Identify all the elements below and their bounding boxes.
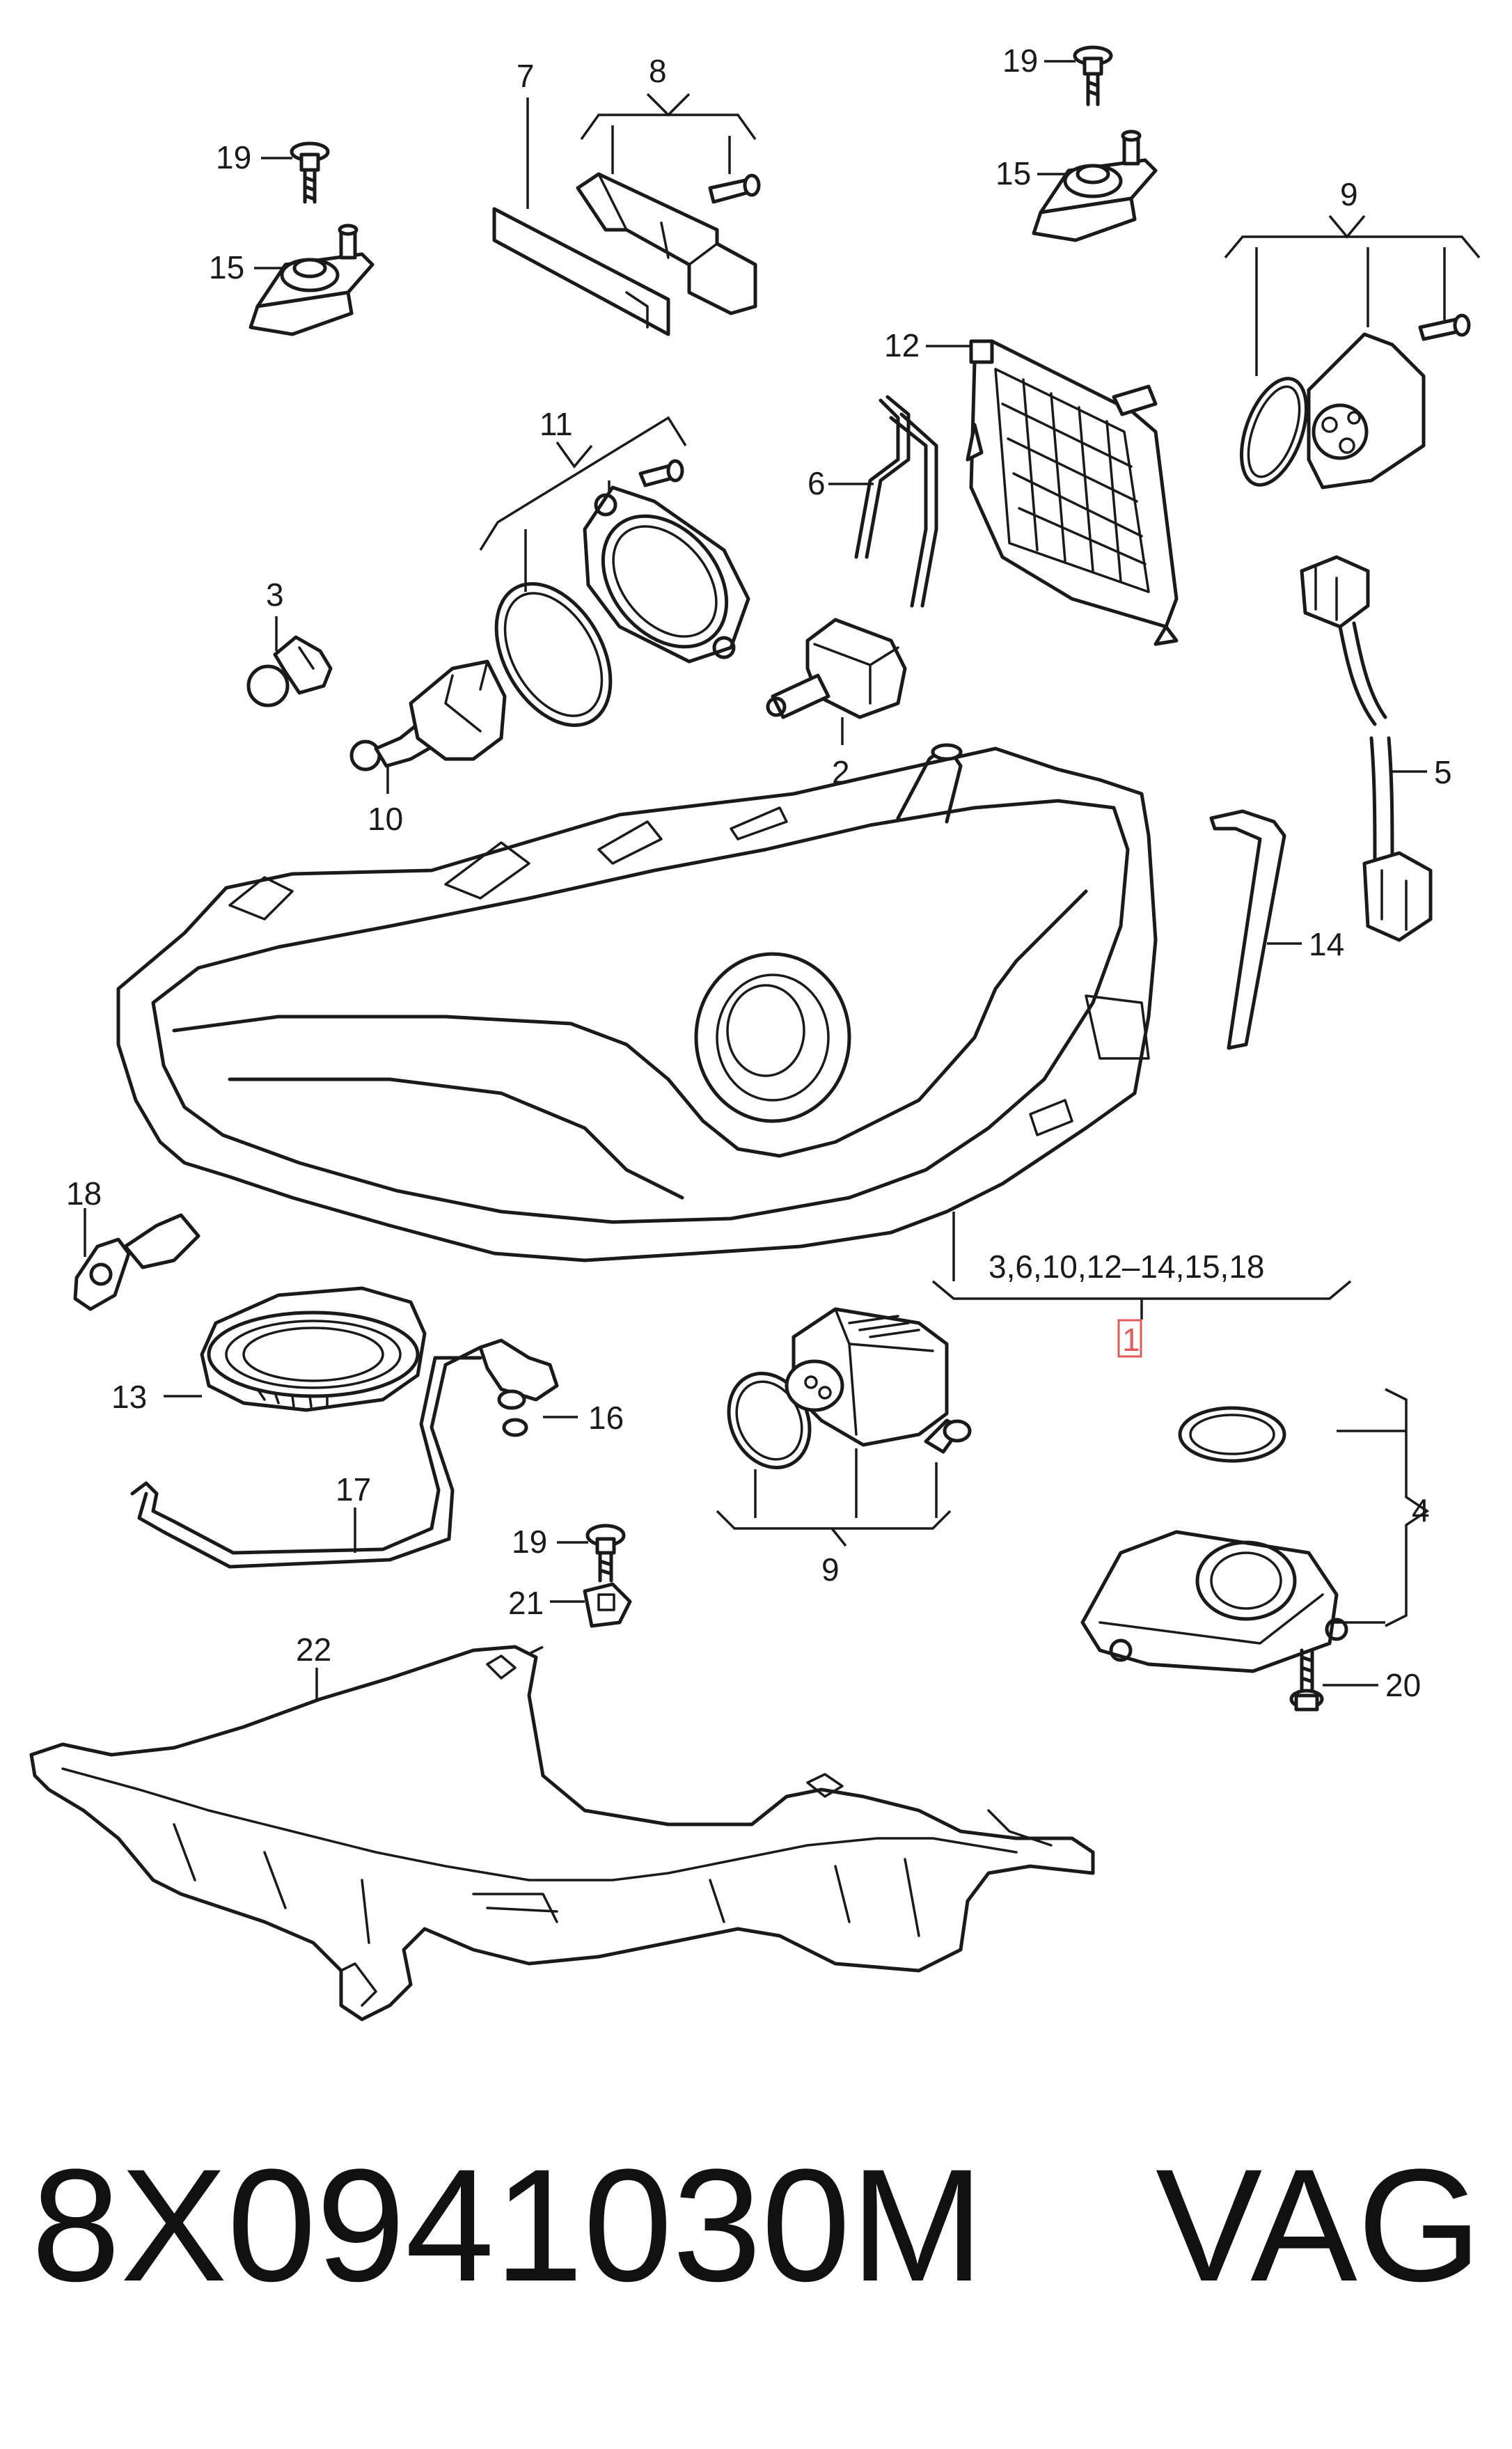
callout-3: 3 — [266, 577, 284, 613]
callout-22: 22 — [296, 1632, 331, 1668]
callout-15-right: 15 — [995, 155, 1031, 191]
harness-5 — [1300, 555, 1433, 942]
callout-21: 21 — [508, 1585, 544, 1621]
bulb-3 — [246, 616, 333, 707]
screw-19-mid — [557, 1524, 626, 1583]
callout-19-right: 19 — [1002, 42, 1038, 79]
bracket-8 — [576, 93, 761, 315]
callout-15-left: 15 — [209, 249, 244, 285]
callout-13: 13 — [111, 1379, 147, 1415]
callout-9-bottom: 9 — [821, 1551, 840, 1588]
callout-8: 8 — [649, 53, 667, 89]
headlamp-1 — [116, 743, 1158, 1262]
adjuster-15-left — [249, 224, 375, 336]
callout-5: 5 — [1434, 754, 1452, 790]
adjuster-15-right — [1032, 130, 1158, 242]
callout-16: 16 — [588, 1400, 624, 1436]
ballast-4 — [1080, 1388, 1430, 1673]
part-number: 8X0941030M — [31, 2136, 984, 2315]
callout-6: 6 — [808, 465, 826, 501]
screw-20 — [1289, 1648, 1378, 1712]
callout-11: 11 — [540, 406, 573, 442]
hose-17 — [130, 1345, 482, 1569]
nut-21 — [550, 1582, 632, 1628]
group-label: 3,6,10,12–14,15,18 — [989, 1249, 1264, 1285]
lens-11 — [479, 416, 750, 727]
reflector-12 — [926, 339, 1179, 646]
callout-10: 10 — [368, 801, 403, 837]
seal-14 — [1209, 809, 1302, 1050]
callout-7: 7 — [517, 58, 535, 94]
callout-1-box — [1117, 1319, 1142, 1358]
fitting-16 — [478, 1338, 578, 1437]
brand-label: VAG — [1156, 2136, 1482, 2315]
group-bracket-1 — [931, 1212, 1352, 1320]
igniter-2 — [766, 618, 907, 745]
callout-12: 12 — [884, 327, 920, 363]
callout-19-left: 19 — [216, 139, 251, 175]
callout-17: 17 — [336, 1471, 371, 1508]
callout-14: 14 — [1309, 926, 1344, 962]
holder-10 — [349, 659, 507, 794]
callout-2: 2 — [832, 754, 850, 790]
module-9-top — [1224, 214, 1481, 490]
bulb-18 — [73, 1208, 200, 1311]
callout-1: 1 — [1122, 1322, 1140, 1358]
screw-19-right — [1044, 45, 1113, 107]
callout-20: 20 — [1385, 1667, 1421, 1703]
clip-6 — [828, 395, 938, 608]
callout-9-top: 9 — [1340, 176, 1358, 212]
carrier-22 — [29, 1645, 1095, 2021]
cap-13 — [164, 1286, 427, 1412]
module-9-bottom — [716, 1307, 972, 1547]
callout-4: 4 — [1412, 1492, 1430, 1528]
bracket-7 — [492, 97, 670, 336]
screw-19-left — [261, 141, 330, 204]
callout-18: 18 — [66, 1175, 102, 1212]
callout-19-mid: 19 — [512, 1524, 547, 1560]
